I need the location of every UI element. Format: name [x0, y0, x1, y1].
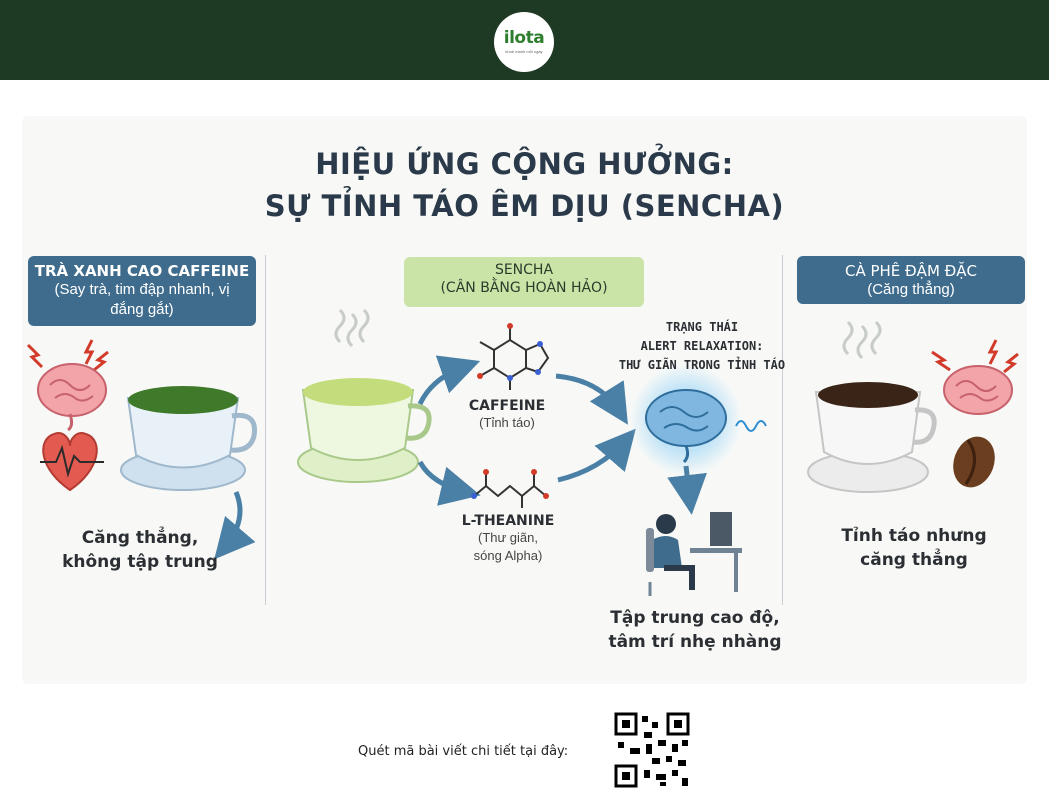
- alert-relaxation-label: TRẠNG THÁI ALERT RELAXATION: THƯ GIÃN TR…: [612, 318, 792, 375]
- molecule-icon: [477, 323, 550, 390]
- center-heading-box: SENCHA (CÂN BẰNG HOÀN HẢO): [404, 257, 644, 307]
- coffee-cup-icon: [807, 320, 937, 493]
- right-heading-box: CÀ PHÊ ĐẬM ĐẶC (Căng thẳng): [797, 256, 1025, 304]
- qr-instruction: Quét mã bài viết chi tiết tại đây:: [358, 744, 569, 759]
- arrow-brain-to-person: [667, 465, 707, 515]
- arrow-caffeine-to-brain: [555, 373, 628, 425]
- lightning-icon: [26, 339, 109, 372]
- arrow-theanine-to-brain: [557, 428, 636, 483]
- caffeine-name: CAFFEINE: [468, 398, 546, 414]
- center-heading: SENCHA: [494, 262, 554, 278]
- molecule-chain-icon: [471, 469, 549, 508]
- heart-ecg-icon: [40, 432, 104, 492]
- center-caption-1: Tập trung cao độ,: [610, 608, 780, 628]
- divider-left: [265, 255, 266, 605]
- caffeine-desc: (Tỉnh táo): [479, 415, 535, 430]
- title-line-1: HIỆU ỨNG CỘNG HƯỞNG:: [315, 147, 734, 181]
- right-caption: Tỉnh táo nhưng căng thẳng: [824, 524, 1004, 572]
- glowing-brain-icon: [630, 364, 767, 476]
- brand-tagline: khoẻ mạnh mỗi ngày: [505, 49, 543, 54]
- brain-icon: [37, 363, 107, 432]
- center-caption-2: tâm trí nhẹ nhàng: [608, 632, 782, 652]
- infographic-title: HIỆU ỨNG CỘNG HƯỞNG: SỰ TỈNH TÁO ÊM DỊU …: [22, 143, 1027, 227]
- qr-code-icon[interactable]: [614, 712, 690, 788]
- brand-name: ilota: [503, 28, 545, 48]
- theanine-label: L-THEANINE (Thư giãn, sóng Alpha): [446, 513, 570, 565]
- right-caption-2: căng thẳng: [860, 550, 968, 570]
- brain-icon: [943, 365, 1013, 415]
- left-heading: TRÀ XANH CAO CAFFEINE: [34, 262, 250, 280]
- right-subheading: (Căng thẳng): [867, 281, 955, 298]
- arrow-to-caffeine: [417, 355, 481, 406]
- brand-logo[interactable]: ilota khoẻ mạnh mỗi ngày: [494, 12, 554, 72]
- curved-arrow-icon: [214, 491, 256, 560]
- caffeine-label: CAFFEINE (Tỉnh táo): [452, 398, 562, 432]
- right-caption-1: Tỉnh táo nhưng: [841, 526, 987, 546]
- sencha-cup-icon: [297, 308, 432, 483]
- right-heading: CÀ PHÊ ĐẬM ĐẶC: [844, 262, 978, 280]
- lightning-icon: [931, 339, 1019, 374]
- state-line-3: THƯ GIÃN TRONG TỈNH TÁO: [618, 358, 786, 372]
- title-line-2: SỰ TỈNH TÁO ÊM DỊU (SENCHA): [264, 189, 785, 223]
- center-caption: Tập trung cao độ, tâm trí nhẹ nhàng: [600, 606, 790, 654]
- theanine-name: L-THEANINE: [461, 513, 555, 529]
- green-tea-cup-icon: [120, 386, 258, 491]
- left-caption: Căng thẳng, không tập trung: [50, 526, 230, 574]
- coffee-bean-icon: [953, 436, 995, 488]
- state-line-2: ALERT RELAXATION:: [640, 339, 764, 353]
- left-caption-1: Căng thẳng,: [81, 528, 199, 548]
- center-subheading: (CÂN BẰNG HOÀN HẢO): [440, 280, 608, 296]
- left-subheading: (Say trà, tim đập nhanh, vị đắng gắt): [54, 281, 230, 318]
- state-line-1: TRẠNG THÁI: [665, 320, 739, 334]
- left-heading-box: TRÀ XANH CAO CAFFEINE (Say trà, tim đập …: [28, 256, 256, 326]
- person-at-desk-icon: [646, 512, 742, 596]
- theanine-desc-2: sóng Alpha): [473, 548, 543, 563]
- arrow-to-theanine: [417, 460, 481, 506]
- left-caption-2: không tập trung: [62, 552, 218, 572]
- theanine-desc-1: (Thư giãn,: [477, 530, 538, 545]
- divider-right: [782, 255, 783, 605]
